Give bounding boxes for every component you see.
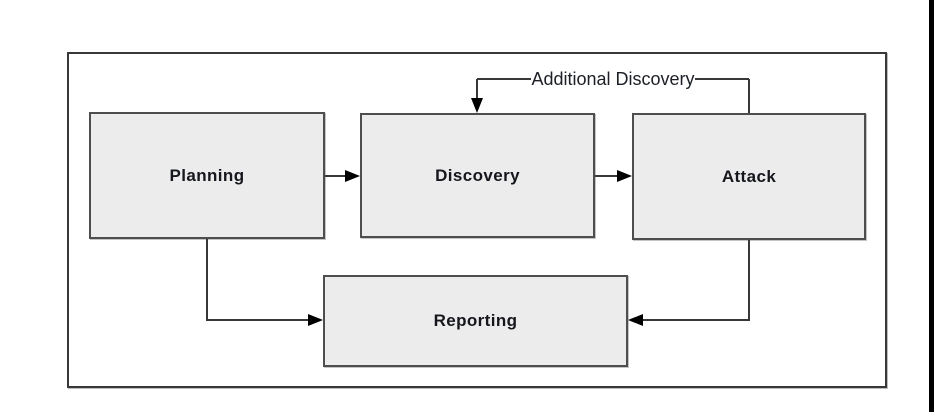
edge-attack-reporting-vline [748, 240, 750, 321]
edge-additional-discovery-right-segment [694, 78, 750, 80]
node-discovery-label: Discovery [435, 165, 520, 185]
arrowhead-right-icon [617, 170, 632, 182]
node-attack: Attack [632, 113, 866, 240]
arrowhead-right-icon [345, 170, 360, 182]
node-reporting-label: Reporting [433, 311, 518, 330]
arrowhead-right-icon [308, 314, 323, 326]
edge-attack-reporting-hline [643, 319, 750, 321]
page-edge-bar [929, 0, 934, 412]
edge-additional-discovery-down-line [476, 79, 478, 100]
edge-additional-discovery-up-line [748, 79, 750, 113]
edge-additional-discovery-label: Additional Discovery [531, 69, 695, 89]
node-planning: Planning [89, 112, 325, 239]
edge-planning-reporting-hline [206, 319, 310, 321]
edge-additional-discovery-left-segment [477, 78, 532, 80]
node-planning-label: Planning [169, 165, 245, 185]
node-discovery: Discovery [360, 113, 595, 238]
node-reporting: Reporting [323, 275, 628, 367]
edge-planning-reporting-vline [206, 239, 208, 321]
arrowhead-left-icon [628, 314, 643, 326]
edge-discovery-attack-line [595, 175, 619, 177]
diagram-frame [67, 52, 887, 388]
edge-planning-discovery-line [325, 175, 349, 177]
node-attack-label: Attack [721, 166, 777, 186]
edge-additional-discovery-label-row: Additional Discovery [477, 68, 750, 90]
arrowhead-down-icon [471, 98, 483, 113]
